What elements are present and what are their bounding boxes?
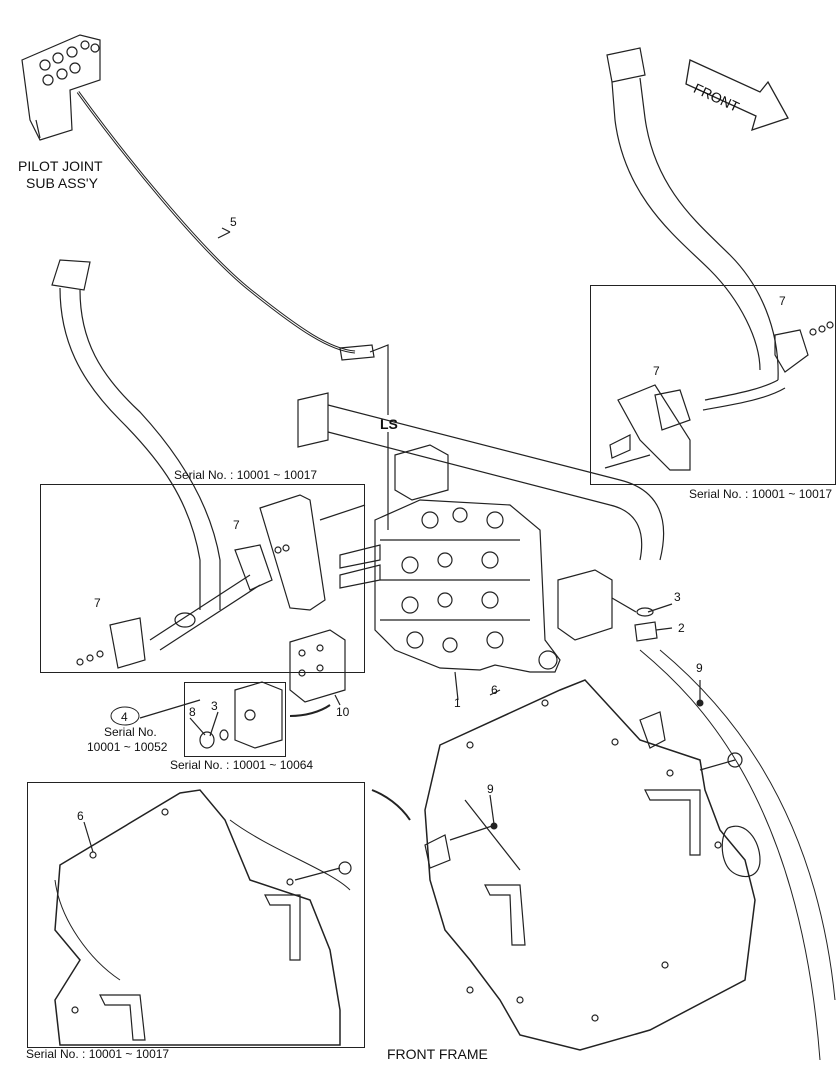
part-number-6: 6 <box>77 809 84 823</box>
part-number-1: 1 <box>454 696 461 710</box>
serial-left-inset: Serial No. : 10001 ~ 10017 <box>174 468 318 482</box>
part-number-7: 7 <box>779 294 786 308</box>
serial-callout4-line2: 10001 ~ 10052 <box>87 740 168 754</box>
part-number-3: 3 <box>211 699 218 713</box>
part-number-9: 9 <box>487 782 494 796</box>
ls-label: LS <box>380 416 398 432</box>
control-valve <box>339 499 561 673</box>
pilot-joint-label-line2: SUB ASS'Y <box>26 175 98 191</box>
front-frame-label: FRONT FRAME <box>387 1046 488 1062</box>
part-number-7: 7 <box>233 518 240 532</box>
right-inset-frame <box>590 285 836 485</box>
part-number-7: 7 <box>653 364 660 378</box>
part-number-9: 9 <box>696 661 703 675</box>
pilot-joint-label-line1: PILOT JOINT <box>18 158 103 174</box>
serial-bottom-inset: Serial No. : 10001 ~ 10017 <box>26 1047 170 1061</box>
part-number-3: 3 <box>674 590 681 604</box>
pilot-joint-assembly <box>21 34 101 141</box>
part-number-7: 7 <box>94 596 101 610</box>
serial-right-inset: Serial No. : 10001 ~ 10017 <box>689 487 833 501</box>
small-inset-frame <box>184 682 286 757</box>
part-number-5: 5 <box>230 215 237 229</box>
part-number-2: 2 <box>678 621 685 635</box>
part-number-4: 4 <box>121 710 128 724</box>
left-inset-frame <box>40 484 365 673</box>
serial-small-inset: Serial No. : 10001 ~ 10064 <box>170 758 314 772</box>
part-number-10: 10 <box>336 705 350 719</box>
part-number-6: 6 <box>491 683 498 697</box>
part-number-8: 8 <box>189 705 196 719</box>
bottom-inset-frame <box>27 782 365 1048</box>
serial-callout4-line1: Serial No. <box>104 725 157 739</box>
